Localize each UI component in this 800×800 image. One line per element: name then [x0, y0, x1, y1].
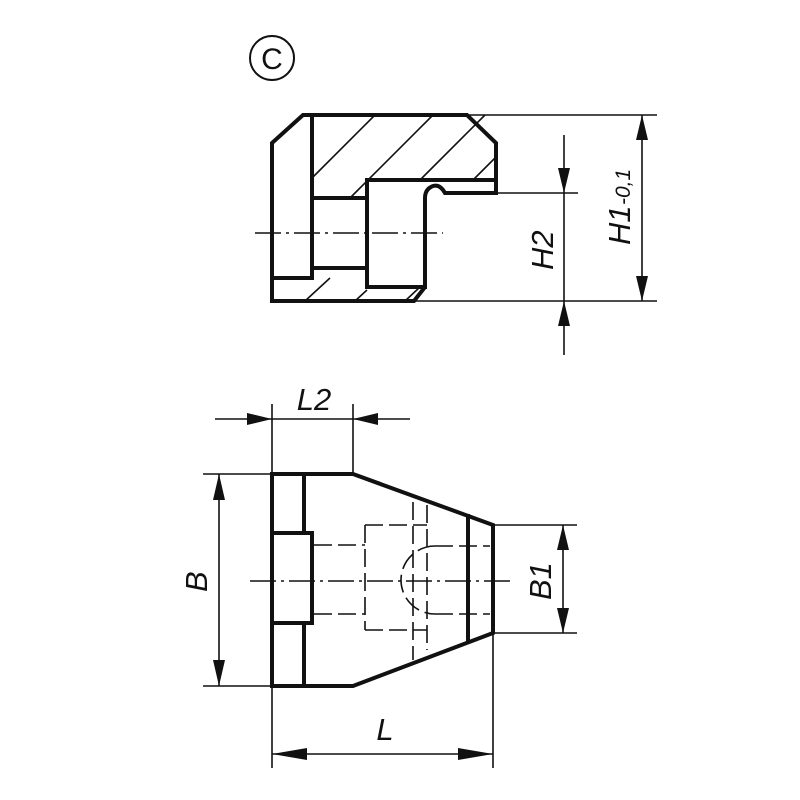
dimension-h2: H2 — [496, 135, 578, 355]
dimension-b1: B1 — [493, 524, 577, 634]
dimension-l2: L2 — [215, 382, 410, 474]
dimension-l: L — [271, 633, 494, 768]
dimension-l2-label: L2 — [297, 382, 331, 417]
section-view: H1 -0,1 H2 — [255, 113, 657, 355]
variant-mark-badge: C — [249, 35, 295, 81]
dimension-b: B — [179, 473, 272, 687]
plan-view: L2 B B1 L — [179, 382, 577, 768]
plan-inner-lines — [270, 472, 470, 688]
dimension-h1-label: H1 — [602, 205, 637, 245]
section-hatching — [304, 114, 497, 302]
dimension-l-label: L — [376, 712, 393, 747]
dimension-h1: H1 -0,1 — [414, 114, 657, 302]
dimension-h2-label: H2 — [525, 230, 560, 270]
dimension-h1-tolerance: -0,1 — [612, 169, 635, 205]
section-outline — [270, 113, 498, 303]
section-inner-lines — [270, 113, 498, 289]
dimension-b1-label: B1 — [523, 562, 558, 600]
dimension-b-label: B — [179, 571, 214, 592]
variant-mark-label: C — [261, 43, 283, 76]
